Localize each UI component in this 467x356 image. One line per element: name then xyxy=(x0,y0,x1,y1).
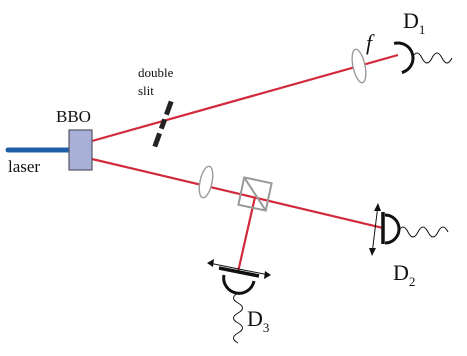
double-slit xyxy=(152,100,174,148)
d1-signal-cable xyxy=(411,52,453,64)
d3-label: D3 xyxy=(247,306,269,335)
bbo-label: BBO xyxy=(56,107,91,126)
d2-translation-arrow xyxy=(369,203,381,256)
beam-to-d3 xyxy=(236,196,257,273)
double-slit-label-line1: double xyxy=(138,65,174,80)
laser-label: laser xyxy=(8,157,40,176)
double-slit-label-line2: slit xyxy=(138,83,154,98)
lens-lower-path xyxy=(198,165,214,199)
detector-d1 xyxy=(393,41,453,74)
beam-to-d2 xyxy=(91,157,384,230)
d3-signal-cable xyxy=(233,292,243,344)
bbo-crystal xyxy=(68,129,93,171)
d2-signal-cable xyxy=(397,226,449,238)
detector-d2 xyxy=(369,203,449,256)
beam-paths xyxy=(91,53,399,273)
lens-d1 xyxy=(351,48,367,84)
lens-focal-label: f xyxy=(366,30,375,55)
beam-splitter xyxy=(237,176,273,212)
d2-label: D2 xyxy=(393,260,415,289)
d1-label: D1 xyxy=(403,8,425,37)
beam-to-d1 xyxy=(91,53,399,143)
detector-d3 xyxy=(207,259,271,344)
d3-translation-arrow xyxy=(207,259,271,279)
